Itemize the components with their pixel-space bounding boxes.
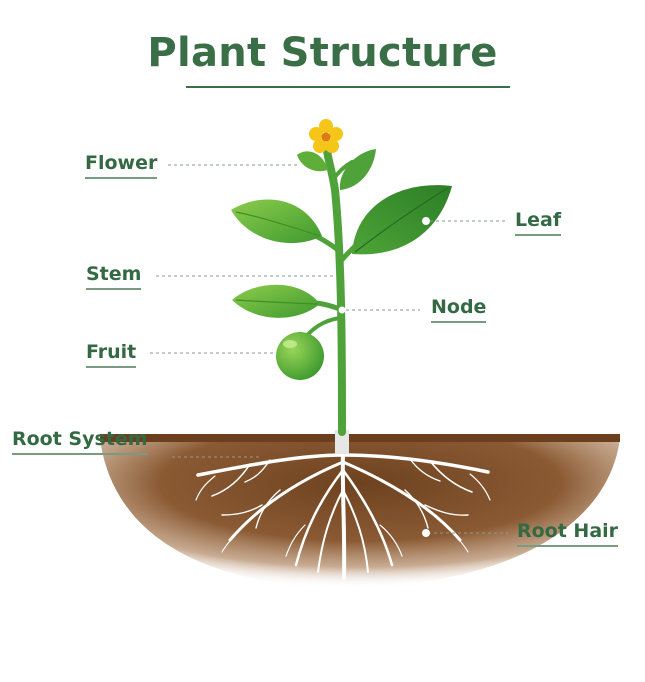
soil-area bbox=[100, 438, 620, 588]
node-point bbox=[338, 306, 346, 314]
leaf-upper-left-vein bbox=[235, 211, 321, 237]
label-leaf: Leaf bbox=[515, 209, 562, 236]
leaf-upper-left bbox=[231, 199, 322, 244]
stem-base bbox=[335, 430, 349, 454]
leader-lines bbox=[150, 164, 508, 534]
label-flower: Flower bbox=[85, 152, 158, 179]
label-stem: Stem bbox=[86, 263, 142, 290]
label-root-system: Root System bbox=[12, 428, 148, 455]
fruit bbox=[276, 332, 324, 380]
leaf-right bbox=[352, 185, 452, 255]
leaf-lower-left-vein bbox=[235, 299, 319, 305]
root-hair-marker-dot bbox=[422, 529, 430, 537]
leaf-small-right bbox=[339, 149, 376, 190]
flower bbox=[309, 119, 343, 153]
label-root-hair: Root Hair bbox=[517, 520, 619, 547]
stem bbox=[323, 146, 346, 436]
leaf-small-left bbox=[297, 151, 328, 172]
page-title: Plant Structure bbox=[147, 30, 498, 76]
soil-top-edge bbox=[100, 434, 620, 442]
label-node: Node bbox=[431, 296, 487, 323]
leaf-lower-left bbox=[232, 284, 320, 318]
leaf-right-vein bbox=[354, 187, 449, 253]
title-underline bbox=[186, 86, 510, 88]
root-system bbox=[195, 448, 491, 580]
leaf-marker-dot bbox=[422, 217, 430, 225]
label-fruit: Fruit bbox=[86, 341, 137, 368]
fruit-highlight bbox=[283, 340, 297, 348]
